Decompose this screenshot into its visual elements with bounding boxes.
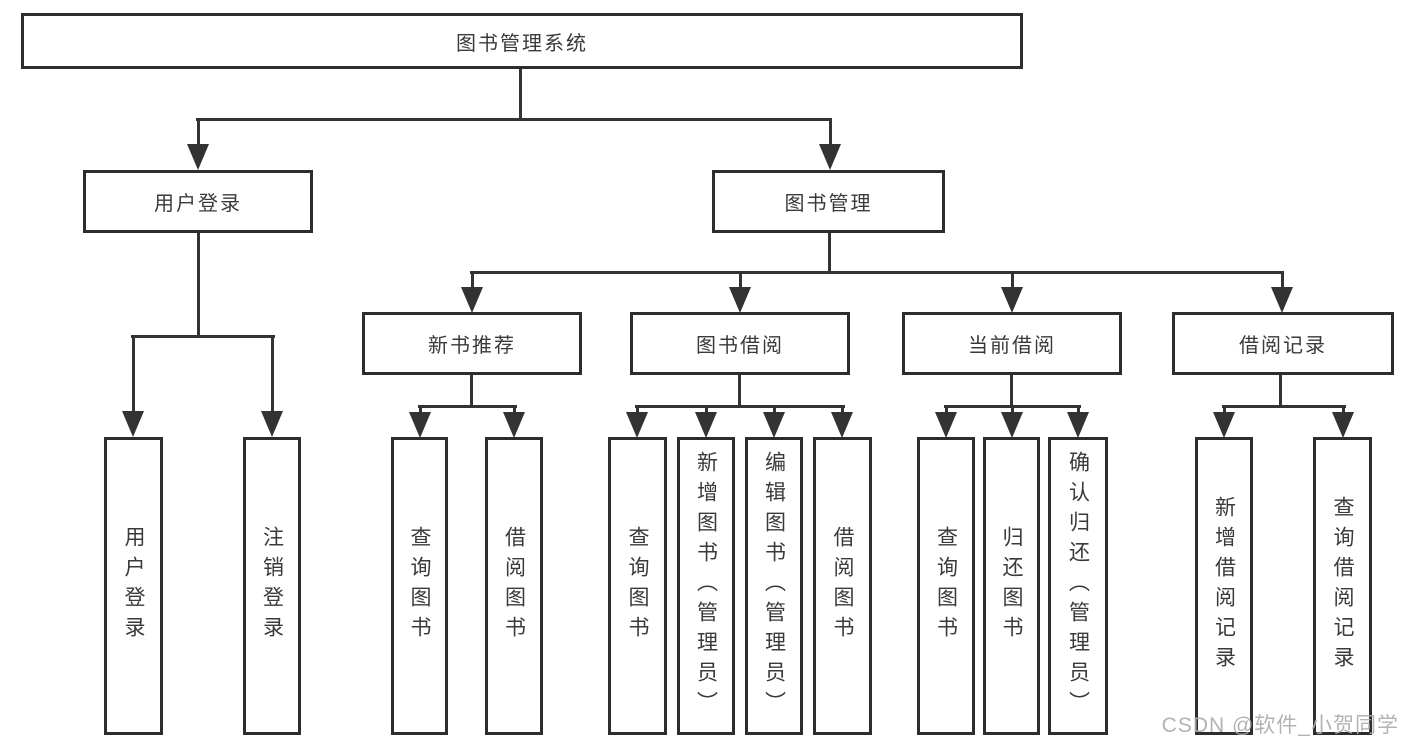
leaf-borrow-query-books-label: 查询图书	[626, 526, 649, 646]
node-current-borrow-label: 当前借阅	[968, 335, 1056, 357]
connector-new-book-trunk	[470, 375, 473, 407]
leaf-user-login: 用户登录	[104, 437, 163, 735]
arrow-to-leaf-user-login	[122, 335, 144, 437]
arrow-to-leaf-records-query	[1332, 405, 1354, 438]
arrow-to-new-book-recommend	[461, 271, 483, 313]
arrow-to-leaf-newbook-borrow	[503, 405, 525, 438]
arrow-to-leaf-borrow-query	[626, 405, 648, 438]
arrow-to-leaf-newbook-query	[409, 405, 431, 438]
arrow-to-leaf-current-return	[1001, 405, 1023, 438]
connector-book-management-trunk	[828, 233, 831, 273]
arrow-to-leaf-borrow-add	[695, 405, 717, 438]
connector-current-borrow-trunk	[1010, 375, 1013, 407]
leaf-current-query-books-label: 查询图书	[934, 526, 958, 646]
leaf-borrow-add-books-admin: 新增图书（管理员）	[677, 437, 735, 735]
node-root-label: 图书管理系统	[456, 32, 588, 55]
connector-user-login-split	[131, 335, 275, 338]
node-book-borrow: 图书借阅	[630, 312, 850, 375]
connector-user-login-trunk	[197, 233, 200, 337]
leaf-newbook-borrow-books: 借阅图书	[485, 437, 543, 735]
node-user-login: 用户登录	[83, 170, 313, 233]
leaf-current-return-books-label: 归还图书	[1000, 526, 1023, 646]
leaf-borrow-borrow-books: 借阅图书	[813, 437, 872, 735]
leaf-current-confirm-return-admin: 确认归还（管理员）	[1048, 437, 1108, 735]
node-root: 图书管理系统	[21, 13, 1023, 69]
node-borrow-records-label: 借阅记录	[1239, 335, 1327, 357]
node-book-management: 图书管理	[712, 170, 945, 233]
arrow-root-to-user-login	[187, 118, 209, 170]
connector-borrow-records-trunk	[1279, 375, 1282, 407]
leaf-borrow-query-books: 查询图书	[608, 437, 667, 735]
connector-book-borrow-trunk	[738, 375, 741, 407]
connector-book-borrow-split	[635, 405, 845, 408]
arrow-root-to-book-management	[819, 118, 841, 170]
leaf-user-login-label: 用户登录	[122, 526, 145, 646]
connector-root-split	[196, 118, 832, 121]
arrow-to-leaf-current-confirm	[1067, 405, 1089, 438]
connector-new-book-split	[418, 405, 517, 408]
arrow-to-current-borrow	[1001, 271, 1023, 313]
leaf-borrow-edit-books-admin: 编辑图书（管理员）	[745, 437, 803, 735]
arrow-to-leaf-records-add	[1213, 405, 1235, 438]
leaf-newbook-query-books-label: 查询图书	[408, 526, 431, 646]
leaf-current-query-books: 查询图书	[917, 437, 975, 735]
node-new-book-recommend: 新书推荐	[362, 312, 582, 375]
leaf-newbook-borrow-books-label: 借阅图书	[502, 526, 526, 646]
leaf-borrow-edit-books-admin-label: 编辑图书（管理员）	[762, 451, 786, 721]
leaf-records-add-record: 新增借阅记录	[1195, 437, 1253, 735]
arrow-to-leaf-logout	[261, 335, 283, 437]
node-borrow-records: 借阅记录	[1172, 312, 1394, 375]
node-book-borrow-label: 图书借阅	[696, 335, 784, 357]
leaf-logout-label: 注销登录	[260, 526, 284, 646]
connector-root-trunk	[519, 69, 522, 119]
arrow-to-leaf-current-query	[935, 405, 957, 438]
leaf-records-query-record-label: 查询借阅记录	[1331, 496, 1354, 676]
leaf-logout: 注销登录	[243, 437, 301, 735]
leaf-records-query-record: 查询借阅记录	[1313, 437, 1372, 735]
leaf-current-confirm-return-admin-label: 确认归还（管理员）	[1066, 451, 1090, 721]
csdn-watermark: CSDN @软件_小贺同学	[1161, 714, 1399, 737]
leaf-borrow-add-books-admin-label: 新增图书（管理员）	[694, 451, 718, 721]
arrow-to-leaf-borrow-edit	[763, 405, 785, 438]
leaf-borrow-borrow-books-label: 借阅图书	[831, 526, 854, 646]
arrow-to-borrow-records	[1271, 271, 1293, 313]
node-user-login-label: 用户登录	[154, 193, 242, 215]
leaf-newbook-query-books: 查询图书	[391, 437, 448, 735]
arrow-to-leaf-borrow-borrow	[831, 405, 853, 438]
connector-borrow-records-split	[1222, 405, 1346, 408]
arrow-to-book-borrow	[729, 271, 751, 313]
leaf-current-return-books: 归还图书	[983, 437, 1040, 735]
node-book-management-label: 图书管理	[784, 193, 873, 215]
leaf-records-add-record-label: 新增借阅记录	[1212, 496, 1236, 676]
connector-book-management-split	[470, 271, 1284, 274]
node-current-borrow: 当前借阅	[902, 312, 1122, 375]
node-new-book-recommend-label: 新书推荐	[428, 335, 516, 357]
